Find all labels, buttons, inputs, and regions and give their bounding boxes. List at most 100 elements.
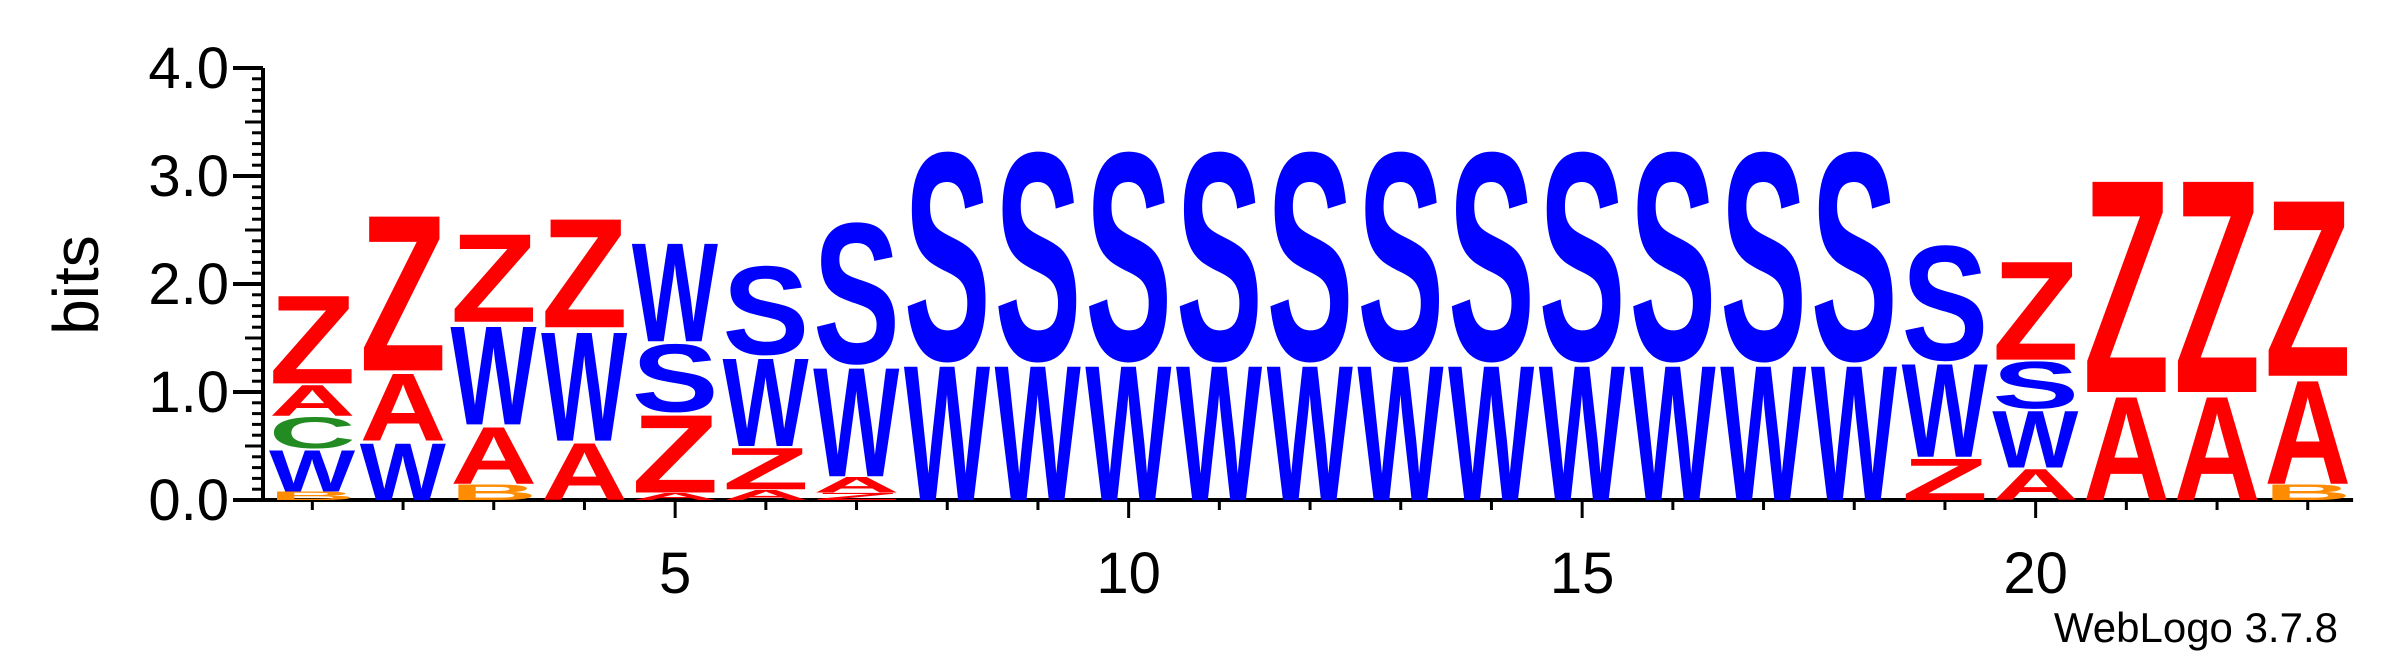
logo-letter-S: S — [723, 241, 810, 382]
logo-letter-C: C — [269, 408, 356, 458]
logo-letter-S: S — [1630, 90, 1717, 423]
logo-letter-S: S — [1720, 90, 1807, 423]
logo-letter-S: S — [1992, 347, 2079, 422]
logo-stack-pos-9: WS — [995, 90, 1082, 542]
logo-stack-pos-16: WS — [1630, 90, 1717, 542]
logo-letter-W: W — [1539, 326, 1625, 542]
logo-letter-Z: Z — [269, 269, 356, 410]
logo-stack-pos-22: AZ — [2174, 116, 2261, 532]
logo-letter-Z: Z — [1902, 446, 1989, 513]
y-tick-label: 0.0 — [148, 468, 229, 533]
logo-letter-B: B — [450, 480, 537, 505]
weblogo-credit: WebLogo 3.7.8 — [2054, 604, 2338, 651]
logo-stack-pos-18: WS — [1811, 90, 1898, 542]
logo-letter-S: S — [1539, 90, 1626, 423]
logo-letter-A: A — [269, 376, 356, 426]
y-axis: 0.0 1.0 2.0 3.0 4.0 — [148, 36, 265, 533]
logo-letter-Z: Z — [2174, 116, 2261, 457]
logo-stack-pos-15: WS — [1539, 90, 1626, 542]
logo-letter-S: S — [1448, 90, 1535, 423]
logo-stack-pos-10: WS — [1085, 90, 1172, 542]
logo-letter-W: W — [1357, 326, 1443, 542]
logo-letter-W: W — [360, 426, 446, 518]
logo-letter-W: W — [632, 214, 719, 372]
logo-letter-W: W — [723, 332, 810, 473]
logo-letter-W: W — [1902, 336, 1989, 486]
logo-stack-pos-23: BAZ — [2264, 148, 2351, 516]
logo-letter-Z: Z — [2264, 148, 2351, 431]
x-tick-label: 10 — [1096, 541, 1161, 606]
logo-letter-A: A — [813, 473, 900, 498]
logo-letter-Z: Z — [723, 436, 810, 503]
logo-letter-Z: Z — [360, 169, 447, 419]
logo-stack-pos-17: WS — [1720, 90, 1807, 542]
logo-letter-A: A — [2264, 349, 2351, 515]
logo-letter-W: W — [1811, 326, 1897, 542]
logo-stack-pos-4: AWZ — [541, 186, 628, 518]
logo-letter-B: B — [269, 489, 356, 502]
logo-letter-W: W — [1176, 326, 1262, 542]
y-tick-label: 3.0 — [148, 144, 229, 209]
logo-letter-Z: Z — [632, 392, 719, 517]
logo-letter-W: W — [1630, 326, 1716, 542]
logo-letter-A: A — [2083, 366, 2170, 532]
logo-letter-Z: Z — [2083, 116, 2170, 457]
logo-letter-S: S — [1176, 90, 1263, 423]
logo-letter-W: W — [1992, 394, 2078, 486]
logo-letter-S: S — [813, 181, 900, 405]
logo-letter-S: S — [1357, 90, 1444, 423]
logo-letter-S: S — [1267, 90, 1354, 423]
logo-letter-Z: Z — [1992, 233, 2079, 391]
logo-letter-W: W — [1448, 326, 1534, 542]
logo-stacks: BWCAZWAZBAWZAWZAZSWAZWSZAWSWSWSWSWSWSWSW… — [269, 90, 2351, 542]
logo-stack-pos-19: ZWS — [1902, 212, 1989, 513]
logo-letter-A: A — [632, 491, 719, 503]
logo-letter-W: W — [995, 326, 1081, 542]
x-axis: 5 10 15 20 — [263, 498, 2354, 606]
logo-stack-pos-14: WS — [1448, 90, 1535, 542]
logo-letter-S: S — [904, 90, 991, 423]
x-tick-label: 20 — [2003, 541, 2068, 606]
y-axis-label: bits — [40, 235, 112, 335]
logo-stack-pos-21: AZ — [2083, 116, 2170, 532]
y-tick-label: 4.0 — [148, 36, 229, 101]
logo-letter-Z: Z — [541, 186, 628, 361]
logo-letter-A: A — [2174, 366, 2261, 532]
logo-stack-pos-12: WS — [1267, 90, 1354, 542]
logo-letter-Z: Z — [450, 208, 537, 349]
logo-letter-W: W — [904, 326, 990, 542]
logo-stack-pos-8: WS — [904, 90, 991, 542]
y-tick-label: 1.0 — [148, 360, 229, 425]
logo-letter-W: W — [269, 438, 355, 504]
logo-letter-A: A — [541, 426, 628, 518]
logo-letter-S: S — [1811, 90, 1898, 423]
logo-letter-S: S — [1085, 90, 1172, 423]
logo-letter-S: S — [995, 90, 1082, 423]
logo-letter-W: W — [1720, 326, 1806, 542]
logo-letter-Z: Z — [813, 491, 900, 503]
x-tick-label: 15 — [1550, 541, 1615, 606]
logo-letter-A: A — [450, 410, 537, 502]
logo-letter-S: S — [1902, 212, 1989, 395]
logo-letter-B: B — [2264, 480, 2351, 505]
logo-letter-A: A — [723, 487, 810, 504]
y-tick-label: 2.0 — [148, 252, 229, 317]
logo-stack-pos-2: WAZ — [360, 169, 447, 518]
logo-letter-W: W — [813, 336, 899, 511]
logo-stack-pos-11: WS — [1176, 90, 1263, 542]
logo-letter-A: A — [1992, 460, 2079, 510]
logo-letter-A: A — [360, 354, 447, 462]
logo-letter-W: W — [1267, 326, 1353, 542]
x-tick-label: 5 — [659, 541, 691, 606]
logo-letter-W: W — [541, 300, 627, 475]
logo-letter-W: W — [450, 297, 537, 455]
logo-stack-pos-13: WS — [1357, 90, 1444, 542]
logo-letter-W: W — [1085, 326, 1171, 542]
